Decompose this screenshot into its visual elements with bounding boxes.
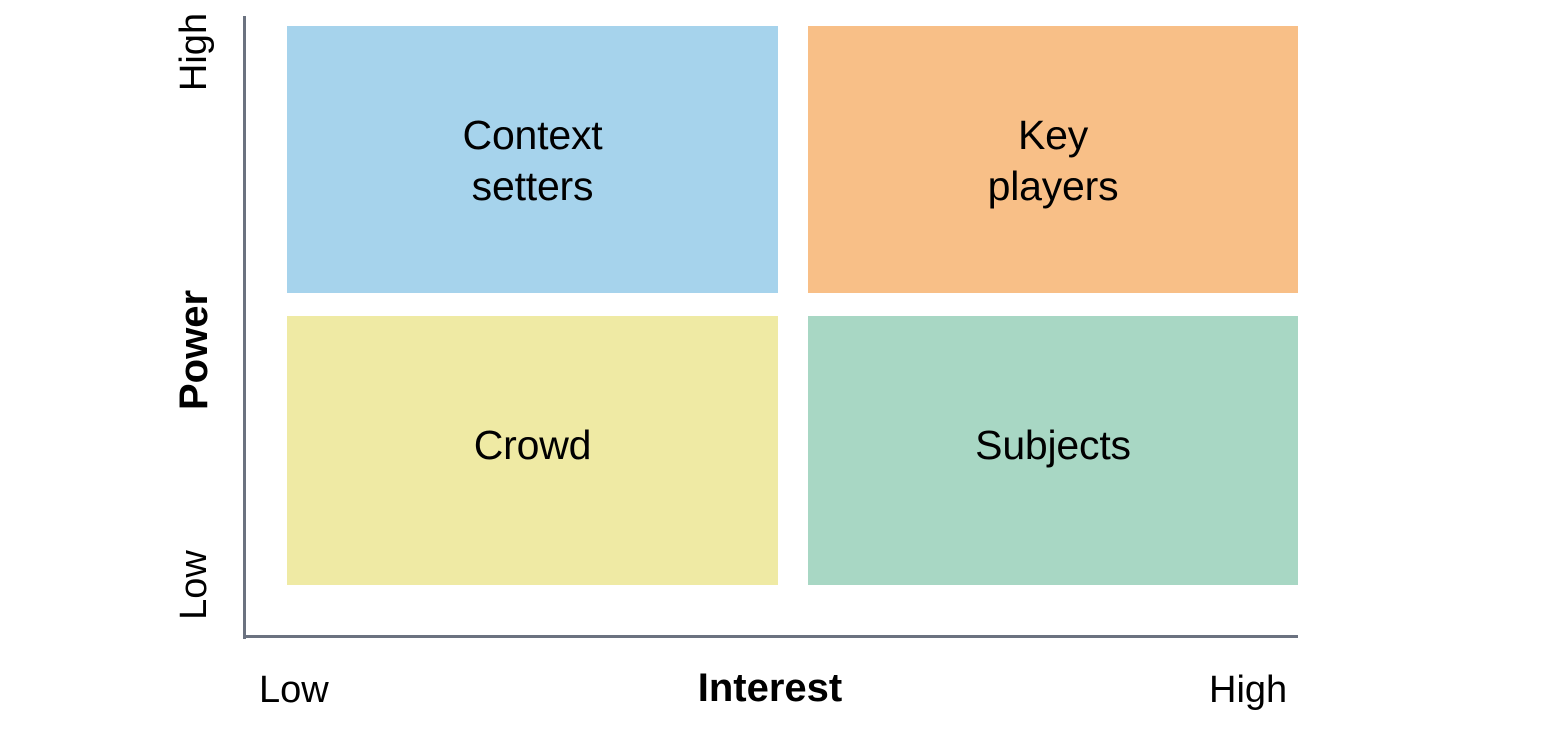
x-axis-title: Interest bbox=[697, 666, 843, 710]
y-axis-title: Power bbox=[171, 289, 216, 411]
quadrant-context-setters[interactable]: Context setters bbox=[287, 26, 778, 293]
quadrant-key-players-label: Key players bbox=[987, 112, 1119, 209]
x-axis-line bbox=[243, 635, 1298, 638]
y-axis-line bbox=[243, 16, 246, 639]
x-axis-tick-low: Low bbox=[259, 669, 329, 711]
quadrant-key-players[interactable]: Key players bbox=[808, 26, 1298, 293]
x-axis-tick-high: High bbox=[1209, 669, 1288, 711]
quadrant-subjects[interactable]: Subjects bbox=[808, 316, 1298, 585]
quadrant-crowd-label: Crowd bbox=[473, 422, 592, 468]
quadrant-subjects-label: Subjects bbox=[975, 422, 1131, 468]
quadrant-context-setters-label: Context setters bbox=[462, 112, 603, 209]
quadrant-crowd[interactable]: Crowd bbox=[287, 316, 778, 585]
y-axis-tick-low: Low bbox=[172, 550, 215, 620]
y-axis-tick-high: High bbox=[172, 12, 215, 92]
